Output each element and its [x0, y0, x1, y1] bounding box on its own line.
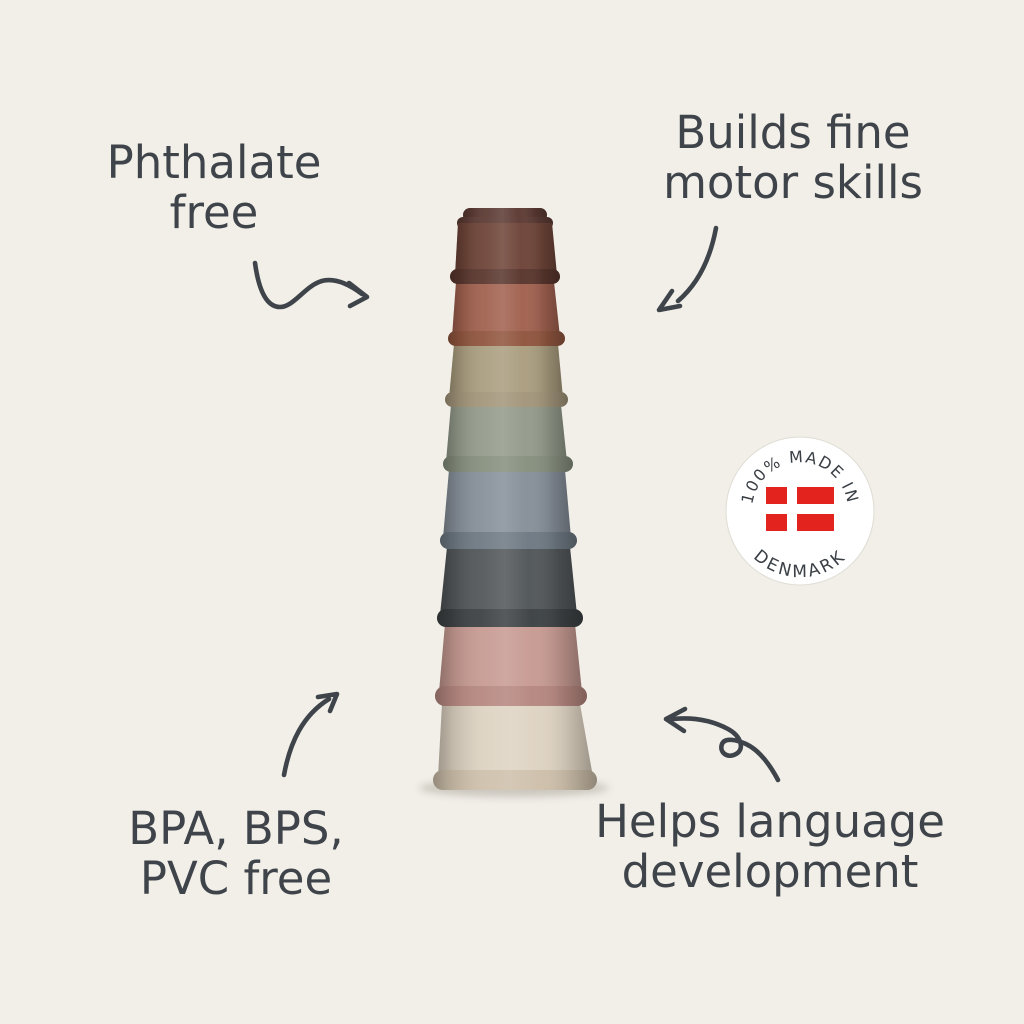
annotation-line: Builds fine [675, 106, 911, 159]
cup-cream [433, 704, 597, 790]
arrow-head [346, 280, 370, 309]
cup-charcoal [437, 547, 583, 627]
annotation-line: development [621, 845, 919, 899]
cup-rose-pink [435, 624, 587, 706]
denmark-flag-icon [766, 487, 834, 531]
arrow-head [663, 706, 688, 734]
arrow-curve [670, 716, 781, 783]
arrow-curve [281, 696, 332, 778]
stacking-cups-tower [419, 208, 609, 797]
annotation-line: Phthalate [106, 136, 322, 189]
annotation-line: Helps language [595, 795, 945, 848]
arrow-language-development [663, 706, 781, 783]
annotation-builds-fine-motor: Builds fine motor skills [613, 106, 973, 210]
cup-tan [445, 344, 568, 407]
cup-terracotta [448, 282, 565, 346]
annotation-line: PVC free [139, 852, 333, 906]
annotation-line: free [169, 186, 259, 240]
arrow-bpa-free [281, 691, 340, 778]
annotation-line: BPA, BPS, [128, 802, 344, 855]
cup-blue-gray [440, 470, 577, 549]
cup-sage-green [443, 405, 573, 472]
cup-dark-brown [450, 208, 560, 284]
badge-circle [725, 436, 875, 586]
annotation-bpa-free: BPA, BPS, PVC free [71, 802, 401, 906]
annotation-language-development: Helps language development [590, 795, 950, 899]
made-in-denmark-badge: 100% MADE IN DENMARK [725, 436, 875, 586]
arrow-phthalate-free [252, 260, 370, 310]
arrow-builds-fine-motor [656, 225, 719, 313]
arrow-head [656, 288, 683, 313]
annotation-phthalate-free: Phthalate free [49, 136, 379, 240]
arrow-head [315, 691, 340, 714]
annotation-line: motor skills [663, 156, 923, 210]
arrow-curve [252, 260, 365, 310]
arrow-curve [675, 225, 719, 304]
